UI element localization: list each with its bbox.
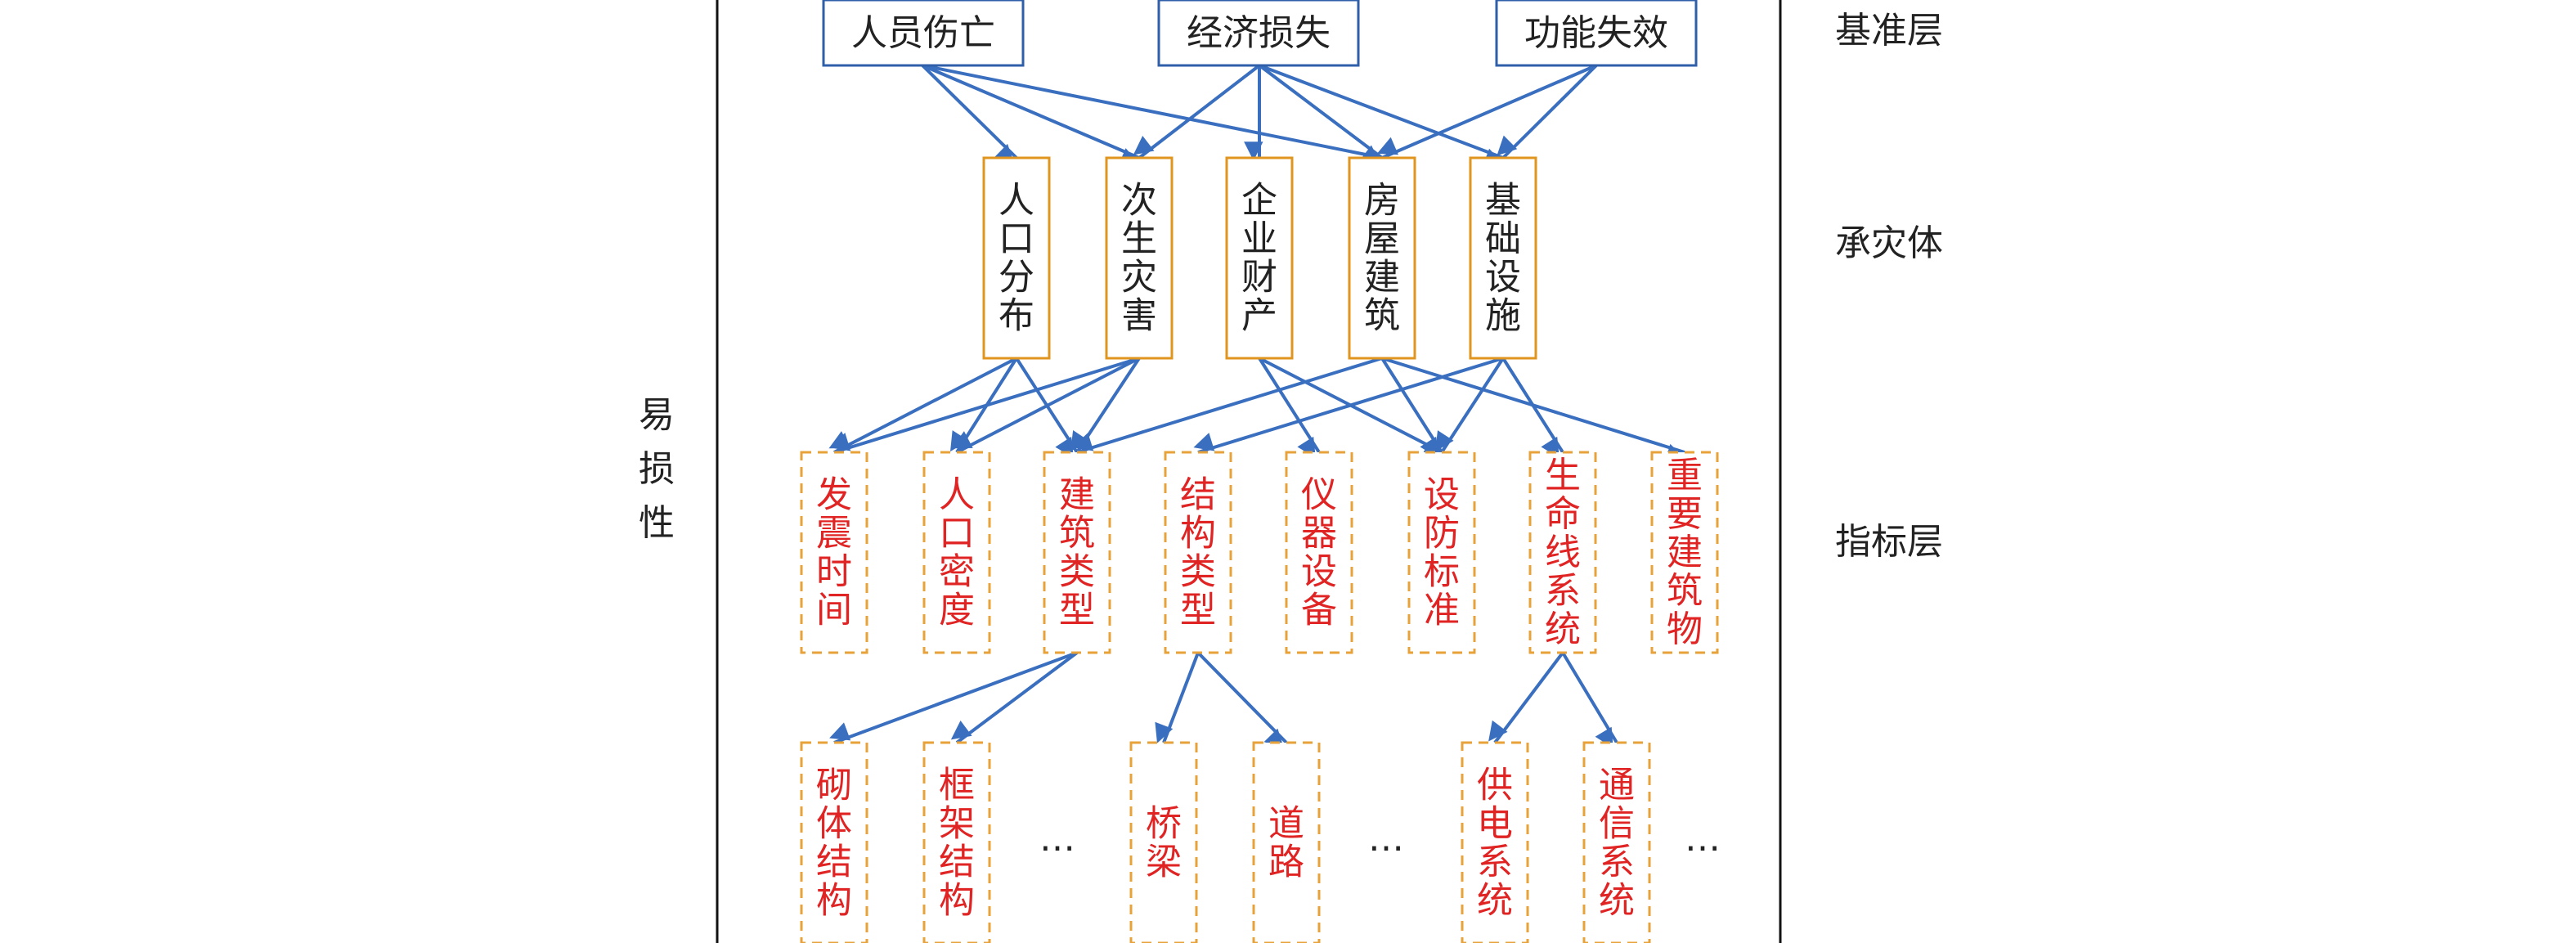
carrier-node-label: 次生灾害 xyxy=(1121,180,1157,337)
flow-arrow xyxy=(1196,651,1288,749)
flow-arrow xyxy=(1497,64,1598,159)
sub-node-box xyxy=(1461,741,1529,943)
indicator-node-label: 生命线系统 xyxy=(1545,455,1581,650)
criterion-node-label: 经济损失 xyxy=(1187,12,1331,54)
flow-arrow xyxy=(1133,64,1261,159)
sub-node-box xyxy=(800,741,868,943)
flow-arrow xyxy=(1155,652,1200,743)
indicator-node-box xyxy=(1650,451,1719,654)
indicator-node-label: 结构类型 xyxy=(1180,474,1216,631)
indicator-node-box xyxy=(1285,451,1353,654)
carrier-node-box xyxy=(982,156,1051,360)
indicator-node-box xyxy=(1407,451,1476,654)
criterion-node-box xyxy=(1495,0,1698,67)
indicator-node-box xyxy=(1528,451,1597,654)
flow-arrow xyxy=(1259,64,1504,167)
flow-arrow xyxy=(1070,357,1141,454)
flow-arrow xyxy=(922,64,1384,170)
sub-node-label: 供电系统 xyxy=(1477,765,1513,922)
flow-arrow xyxy=(922,64,1140,166)
flow-arrow xyxy=(1561,651,1618,748)
ellipsis-middle: … xyxy=(1368,818,1404,860)
flow-arrow xyxy=(1501,357,1564,458)
flow-arrow xyxy=(1380,357,1443,458)
flow-arrow xyxy=(1376,64,1597,159)
sub-node-box xyxy=(1129,741,1198,943)
sub-node-box xyxy=(922,741,991,943)
indicator-node-box xyxy=(922,451,991,654)
flow-arrow xyxy=(828,357,1017,454)
carrier-node-label: 企业财产 xyxy=(1241,180,1277,337)
carrier-node-box xyxy=(1225,156,1294,360)
sub-node-label: 框架结构 xyxy=(939,765,975,922)
indicator-node-box xyxy=(800,451,868,654)
flow-arrow xyxy=(1435,357,1505,454)
carrier-node-box xyxy=(1469,156,1537,360)
ellipsis-right: … xyxy=(1685,818,1721,860)
layer-label-indicator: 指标层 xyxy=(1835,521,1943,563)
side-label-char-3: 性 xyxy=(639,502,675,544)
arrows xyxy=(828,64,1686,749)
sub-node-label: 道路 xyxy=(1268,803,1304,883)
indicator-node-label: 重要建筑物 xyxy=(1667,455,1703,650)
flow-arrow xyxy=(829,651,1078,744)
sub-node-label: 通信系统 xyxy=(1599,765,1635,922)
indicator-node-label: 仪器设备 xyxy=(1301,474,1337,631)
flow-arrow xyxy=(1258,64,1384,164)
indicator-node-label: 建筑类型 xyxy=(1059,474,1095,631)
criterion-node-box xyxy=(822,0,1025,67)
flow-arrow xyxy=(829,357,1140,454)
indicator-node-label: 设防标准 xyxy=(1424,474,1460,631)
indicator-node-label: 人口密度 xyxy=(939,474,975,631)
sub-node-box xyxy=(1252,741,1321,943)
sub-node-label: 桥梁 xyxy=(1146,803,1182,883)
criterion-node-label: 人员伤亡 xyxy=(851,12,995,54)
side-label-char-1: 易 xyxy=(639,394,675,436)
indicator-node-box xyxy=(1164,451,1232,654)
flow-arrow xyxy=(951,357,1140,454)
layer-label-carrier: 承灾体 xyxy=(1835,222,1943,264)
carrier-node-label: 基础设施 xyxy=(1485,180,1521,337)
layer-label-criterion: 基准层 xyxy=(1835,10,1943,52)
flow-arrow xyxy=(921,64,1018,164)
indicator-node-box xyxy=(1043,451,1111,654)
criterion-node-box xyxy=(1157,0,1360,67)
flow-arrow xyxy=(950,651,1079,744)
flow-arrow xyxy=(1258,357,1321,458)
flow-arrow xyxy=(1193,357,1504,454)
carrier-node-label: 人口分布 xyxy=(999,180,1034,337)
ellipsis-left: … xyxy=(1039,818,1075,860)
carrier-node-box xyxy=(1105,156,1174,360)
side-label-char-2: 损 xyxy=(639,448,675,490)
carrier-node-label: 房屋建筑 xyxy=(1364,180,1400,337)
sub-node-box xyxy=(1582,741,1651,943)
indicator-node-label: 发震时间 xyxy=(816,474,852,631)
sub-node-label: 砌体结构 xyxy=(816,765,852,922)
flow-arrow xyxy=(1072,357,1383,454)
carrier-node-box xyxy=(1348,156,1416,360)
criterion-node-label: 功能失效 xyxy=(1524,12,1668,54)
flow-arrow xyxy=(1488,651,1564,744)
